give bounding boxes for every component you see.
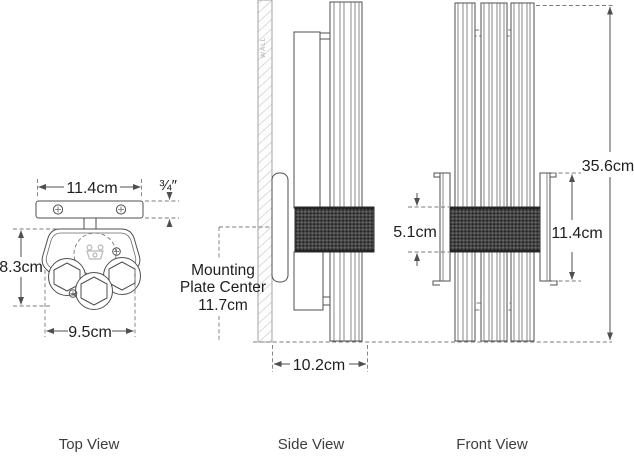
dim-backplate-height: 11.4cm	[551, 172, 603, 282]
note-line1: Mounting	[191, 262, 255, 279]
screw-icon	[52, 204, 64, 215]
front-glass-flutes	[454, 2, 535, 342]
side-upper-body	[293, 31, 321, 209]
dim-head-depth: 8.3cm	[0, 228, 58, 307]
side-mounting-plate	[271, 172, 289, 283]
wall-label: WALL	[260, 37, 267, 58]
front-mesh-band	[449, 206, 541, 253]
dim-label-plate-thickness: ¾″	[159, 177, 178, 194]
screw-icon	[112, 247, 121, 256]
note-line2: Plate Center	[180, 279, 266, 296]
dim-plate-thickness: ¾″	[145, 177, 179, 228]
dim-projection-depth: 10.2cm	[272, 345, 368, 374]
dim-head-width: 9.5cm	[44, 270, 136, 341]
dim-label-head-width: 9.5cm	[68, 324, 112, 341]
top-view-label: Top View	[59, 436, 120, 453]
front-view-label: Front View	[456, 436, 528, 453]
brand-emblem-icon	[86, 244, 104, 260]
side-view: WALL Mounting Pla	[180, 0, 612, 374]
top-stem	[83, 217, 97, 230]
top-view: 11.4cm ¾″ 8.3cm 9.5cm	[0, 177, 179, 341]
top-lens-bottom	[75, 272, 113, 310]
side-view-label: Side View	[278, 436, 345, 453]
dim-label-projection-depth: 10.2cm	[293, 357, 345, 374]
dim-label-head-depth: 8.3cm	[0, 259, 43, 276]
side-lower-body	[293, 251, 324, 311]
dim-band-height: 5.1cm	[393, 193, 449, 266]
wall-hatch	[257, 0, 273, 343]
mounting-plate-center-note: Mounting Plate Center 11.7cm	[180, 226, 272, 342]
screw-icon	[115, 204, 127, 215]
screw-icon	[68, 289, 78, 298]
top-hidden-lamp-circle	[73, 232, 117, 276]
dim-label-backplate-height: 11.4cm	[551, 225, 602, 242]
front-view: 5.1cm 11.4cm 35.6cm	[393, 2, 634, 342]
top-mounting-plate	[35, 200, 144, 219]
dim-label-overall-height: 35.6cm	[582, 158, 634, 175]
side-mesh-band	[294, 206, 375, 253]
note-line3: 11.7cm	[198, 297, 248, 314]
side-glass-flutes	[329, 1, 363, 342]
dim-label-plate-width: 11.4cm	[66, 180, 117, 197]
dim-overall-height: 35.6cm	[536, 5, 634, 341]
dim-label-band-height: 5.1cm	[393, 224, 437, 241]
dim-plate-width: 11.4cm	[37, 179, 142, 199]
